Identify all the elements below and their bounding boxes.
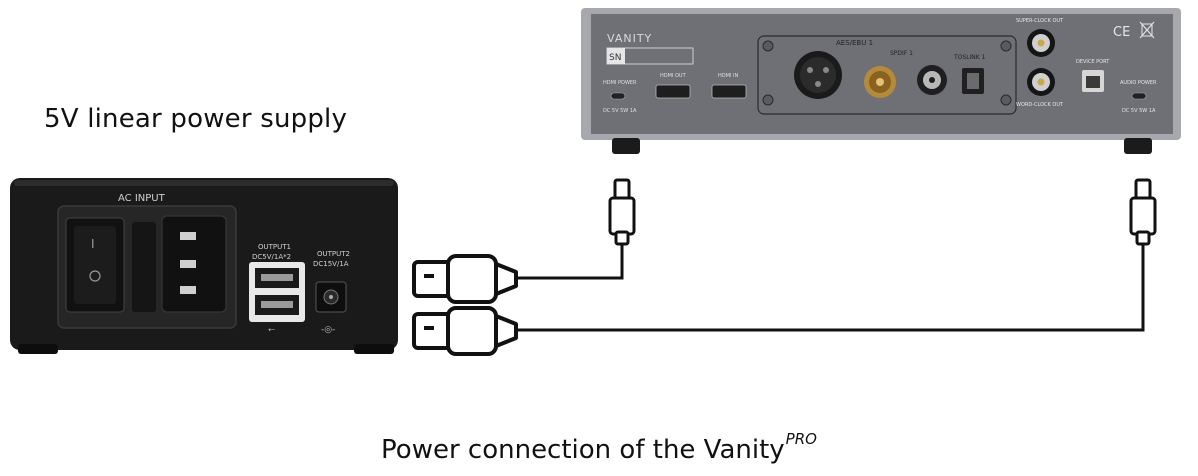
super-clock-label: SUPER-CLOCK OUT <box>1016 18 1064 24</box>
hdmi-power-label: HDMI POWER <box>603 80 637 86</box>
psu-caption: 5V linear power supply <box>44 104 348 134</box>
dac-foot-left <box>612 138 640 154</box>
output2-spec: DC15V/1A <box>313 260 349 268</box>
dac-foot-right <box>1124 138 1152 154</box>
usb-a-plug-lower-icon <box>412 306 518 356</box>
switch-off-icon <box>89 270 101 282</box>
screw-icon <box>762 40 774 52</box>
bottom-caption-text: Power connection of the Vanity <box>381 435 785 465</box>
screw-icon <box>1000 40 1012 52</box>
usb-c-plug-right-icon <box>1129 178 1157 246</box>
ac-input-label: AC INPUT <box>118 193 166 204</box>
bottom-caption-superscript: PRO <box>785 430 817 448</box>
cable-upper <box>515 242 624 280</box>
bottom-caption: Power connection of the VanityPRO <box>0 430 1198 465</box>
spdif-label: SPDIF 1 <box>890 50 913 57</box>
fuse-holder <box>132 222 156 312</box>
dac-brand: VANITY <box>607 32 652 45</box>
dc-polarity-icon: -◎- <box>321 325 335 335</box>
audio-power-label: AUDIO POWER <box>1120 80 1157 86</box>
psu-foot-left <box>18 344 58 354</box>
toslink-label: TOSLINK 1 <box>953 54 986 61</box>
hdmi-power-port <box>610 92 626 100</box>
screw-icon <box>762 94 774 106</box>
hdmi-power-spec: DC 5V 5W 1A <box>603 108 637 114</box>
sn-label: SN <box>609 53 621 63</box>
hdmi-in-label: HDMI IN <box>718 73 738 79</box>
audio-power-spec: DC 5V 5W 1A <box>1122 108 1156 114</box>
psu-foot-right <box>354 344 394 354</box>
audio-power-port <box>1131 92 1147 100</box>
hdmi-in-port <box>711 84 747 99</box>
usb-c-plug-left-icon <box>608 178 636 246</box>
usb-symbol-icon: ⭠ <box>268 325 275 335</box>
word-clock-label: WORD-CLOCK OUT <box>1016 102 1064 108</box>
switch-on-icon: I <box>91 237 95 251</box>
aes-label: AES/EBU 1 <box>836 39 873 47</box>
output2-label: OUTPUT2 <box>317 250 350 258</box>
input-module <box>757 35 1017 115</box>
cable-lower <box>515 242 1145 332</box>
ce-mark: CE <box>1113 25 1130 40</box>
output1-label: OUTPUT1 <box>258 243 291 251</box>
linear-power-supply: AC INPUT I OUTPUT1 DC5V/1A*2 ⭠ OUTPUT2 D… <box>10 178 398 354</box>
hdmi-out-label: HDMI OUT <box>660 73 687 79</box>
usb-a-plug-upper-icon <box>412 254 518 304</box>
screw-icon <box>1000 94 1012 106</box>
sn-tag <box>607 48 625 64</box>
output1-spec: DC5V/1A*2 <box>252 253 291 261</box>
vanity-dac-rear: VANITY SN HDMI POWER DC 5V 5W 1A HDMI OU… <box>581 8 1181 154</box>
device-port-label: DEVICE PORT <box>1076 59 1110 65</box>
xlr-inner <box>800 57 836 93</box>
cables <box>515 242 1145 332</box>
weee-icon <box>1141 23 1153 37</box>
hdmi-out-port <box>655 84 691 99</box>
